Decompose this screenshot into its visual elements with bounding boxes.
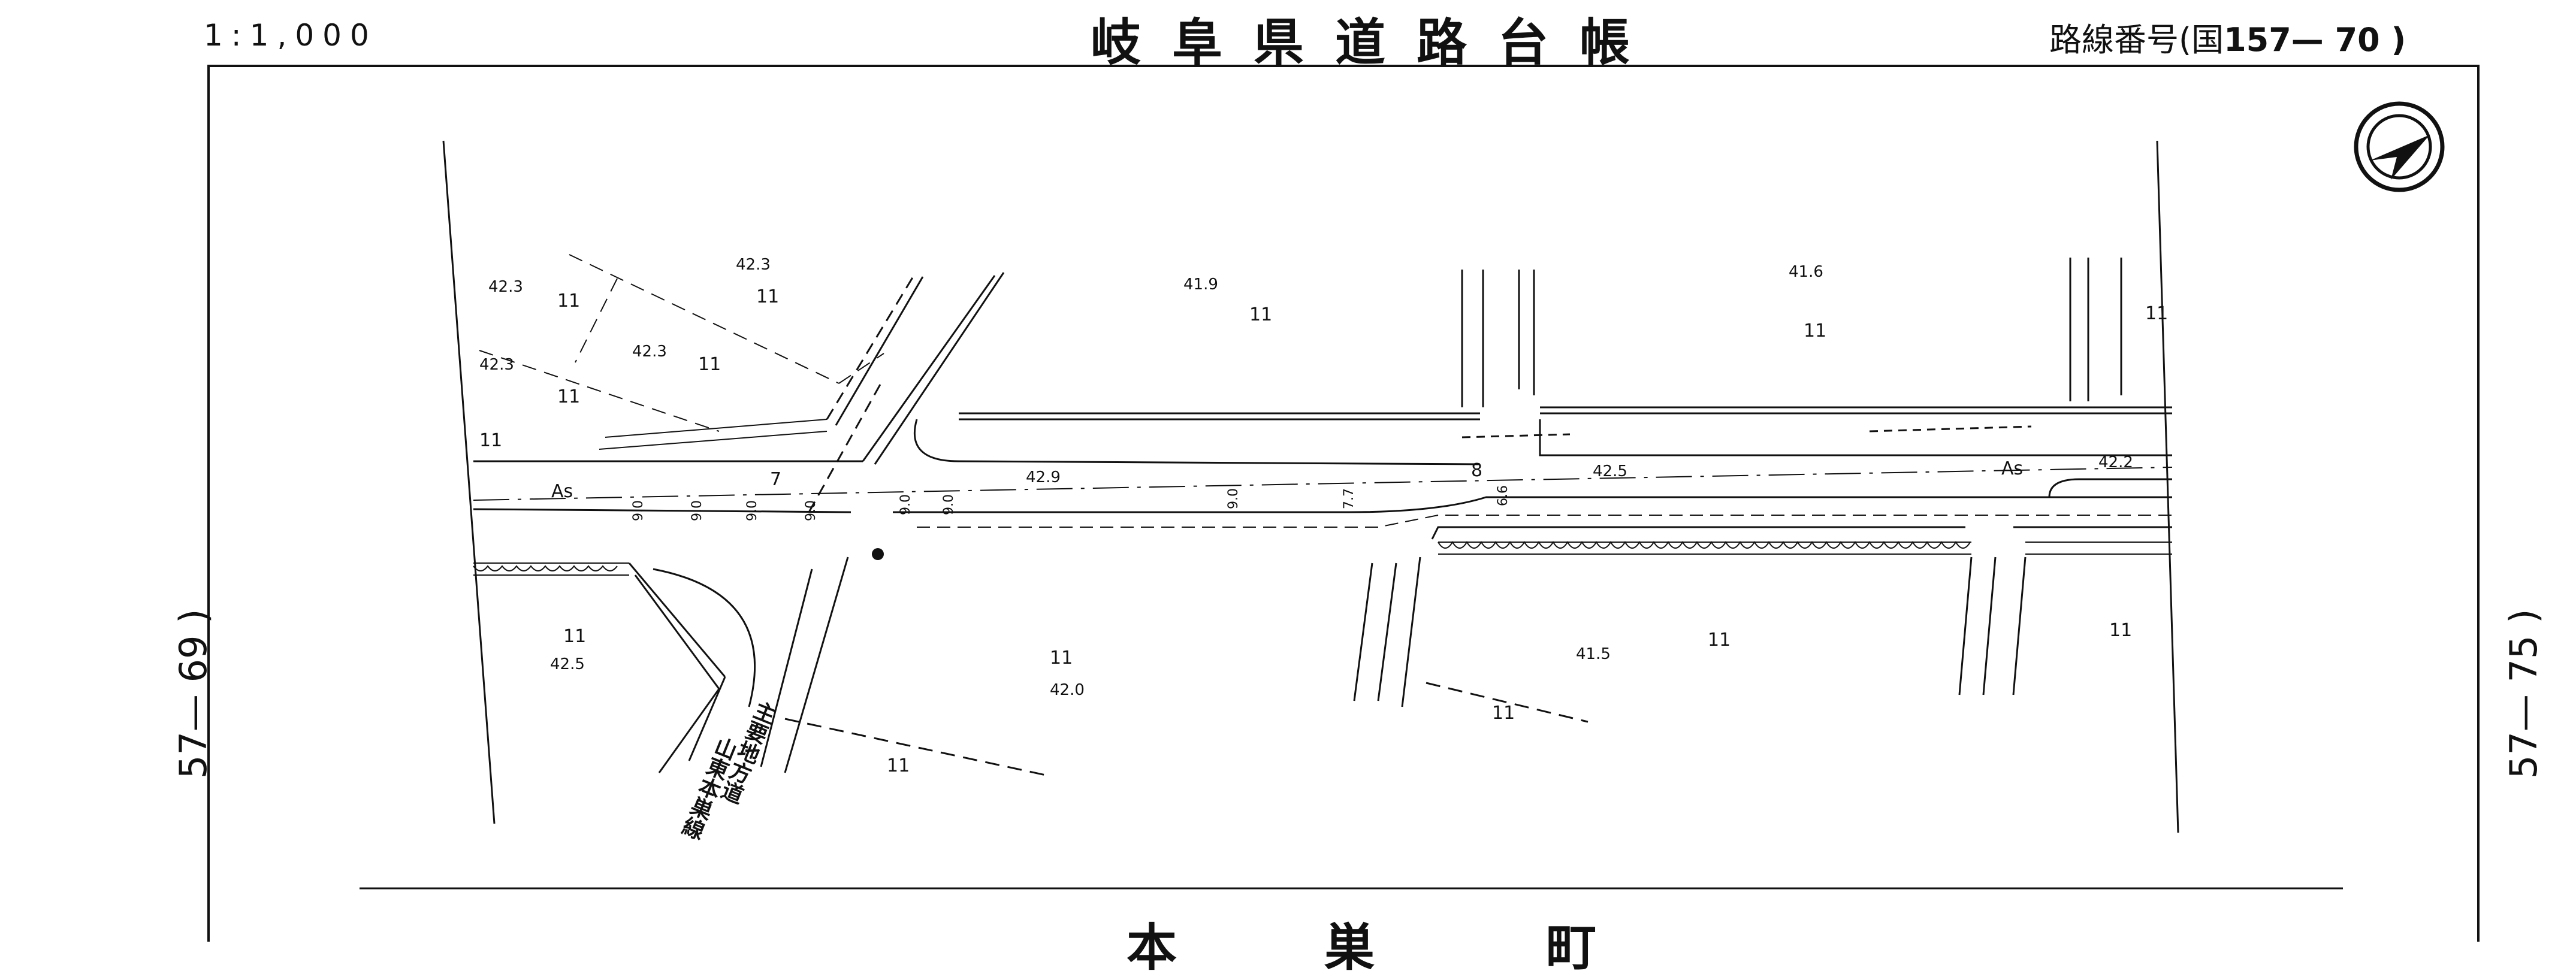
north-arrow-icon xyxy=(2354,101,2445,192)
prefectural-road xyxy=(628,272,1005,773)
land-mark: 11 xyxy=(479,430,502,451)
land-mark: 11 xyxy=(698,354,721,375)
elevation-label: 42.9 xyxy=(1026,468,1061,486)
main-road xyxy=(473,406,2173,540)
elevation-label: 42.3 xyxy=(479,356,514,374)
width-mark: 6.6 xyxy=(1496,485,1511,506)
road-map: 42.3 42.3 42.3 42.3 41.9 41.6 42.9 42.5 … xyxy=(207,65,2480,942)
side-streets xyxy=(784,258,2122,777)
land-mark: 11 xyxy=(1804,320,1826,341)
width-mark: 9.0 xyxy=(745,500,760,521)
embankment-hatching xyxy=(473,419,2172,576)
surface-label: As xyxy=(551,481,573,502)
land-mark: 11 xyxy=(1050,648,1073,669)
land-mark: 11 xyxy=(563,626,586,647)
map-frame xyxy=(207,65,2480,942)
land-mark: 11 xyxy=(2109,620,2132,641)
elevation-label: 42.0 xyxy=(1050,681,1085,699)
land-mark: 11 xyxy=(1708,630,1731,651)
land-mark: 11 xyxy=(2145,303,2168,324)
land-mark: 11 xyxy=(557,291,580,311)
parcel-boundaries xyxy=(479,254,884,432)
land-mark: 11 xyxy=(1249,304,1272,325)
elevation-label: 42.3 xyxy=(488,278,523,296)
elevation-label: 41.5 xyxy=(1576,645,1611,663)
route-value: 157— 70 ) xyxy=(2224,21,2406,59)
station-mark: 7 xyxy=(770,469,781,490)
road-name-label: 主 要 地 方 道 山 東 本 巣 線 xyxy=(678,698,779,845)
width-mark: 9.0 xyxy=(1226,488,1241,509)
route-number: 路線番号(国157— 70 ) xyxy=(2049,13,2406,61)
land-mark: 11 xyxy=(756,286,779,307)
map-scale: 1:1,000 xyxy=(204,18,378,53)
width-mark: 9.0 xyxy=(690,500,705,521)
width-mark: 9.0 xyxy=(631,500,646,521)
elevation-label: 42.2 xyxy=(2098,453,2133,471)
page-title: 岐阜県道路台帳 xyxy=(1091,13,1662,72)
width-mark: 9.0 xyxy=(941,494,956,515)
width-mark: 9.0 xyxy=(898,494,913,515)
elevation-label: 41.6 xyxy=(1789,263,1823,281)
benchmark-icon xyxy=(872,548,884,560)
width-mark: 7.7 xyxy=(1342,488,1357,509)
surface-label: As xyxy=(2001,458,2023,479)
width-mark: 9.0 xyxy=(804,500,819,521)
elevation-label: 42.5 xyxy=(1593,462,1627,480)
station-mark: 8 xyxy=(1471,460,1482,481)
elevation-label: 42.3 xyxy=(736,256,771,274)
elevation-label: 42.5 xyxy=(550,655,585,673)
land-mark: 11 xyxy=(1492,703,1515,724)
land-mark: 11 xyxy=(887,755,910,776)
elevation-label: 41.9 xyxy=(1183,276,1218,294)
route-label: 路線番号(国 xyxy=(2049,21,2224,59)
elevation-label: 42.3 xyxy=(632,343,667,361)
land-mark: 11 xyxy=(557,386,580,407)
